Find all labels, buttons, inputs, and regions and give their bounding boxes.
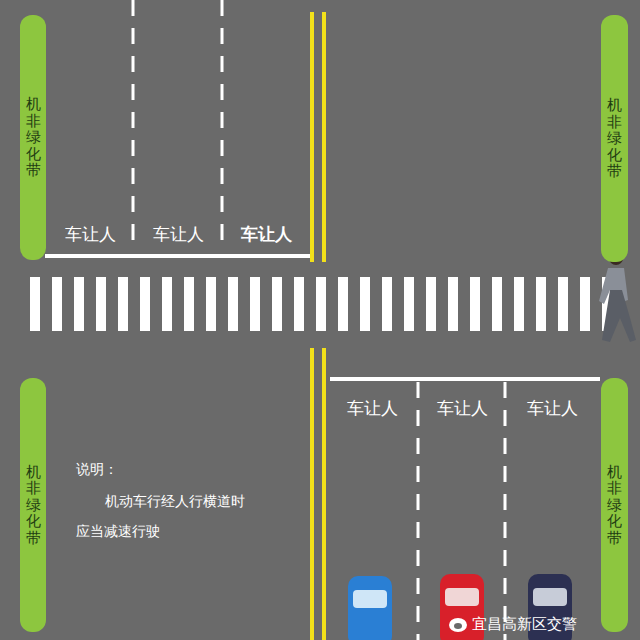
yield-marking: 车让人 bbox=[65, 223, 116, 246]
note-text: 应当减速行驶 bbox=[76, 523, 160, 541]
stop-line bbox=[45, 254, 310, 258]
watermark: 宜昌高新区交警 bbox=[472, 615, 577, 634]
yield-marking: 车让人 bbox=[437, 397, 488, 420]
center-line bbox=[310, 348, 314, 640]
green-belt: 机非绿化带 bbox=[601, 378, 628, 632]
belt-label: 机非绿化带 bbox=[26, 464, 41, 547]
pedestrian bbox=[599, 251, 636, 342]
yield-marking: 车让人 bbox=[241, 223, 292, 246]
note-heading: 说明： bbox=[76, 461, 118, 479]
crosswalk bbox=[30, 277, 610, 331]
belt-label: 机非绿化带 bbox=[607, 464, 622, 547]
center-line bbox=[322, 348, 326, 640]
stop-line bbox=[330, 377, 600, 381]
yield-marking: 车让人 bbox=[527, 397, 578, 420]
lane-divider bbox=[132, 0, 135, 252]
yield-marking: 车让人 bbox=[153, 223, 204, 246]
lane-divider bbox=[221, 0, 224, 252]
belt-label: 机非绿化带 bbox=[26, 96, 41, 179]
center-line bbox=[322, 12, 326, 262]
weibo-icon bbox=[449, 618, 467, 632]
car-blue bbox=[348, 576, 392, 640]
green-belt: 机非绿化带 bbox=[20, 378, 46, 632]
yield-marking: 车让人 bbox=[347, 397, 398, 420]
green-belt: 机非绿化带 bbox=[20, 15, 46, 260]
lane-divider bbox=[417, 382, 420, 640]
belt-label: 机非绿化带 bbox=[607, 97, 622, 180]
green-belt: 机非绿化带 bbox=[601, 15, 628, 262]
note-text: 机动车行经人行横道时 bbox=[105, 493, 245, 511]
center-line bbox=[310, 12, 314, 262]
lane-divider bbox=[504, 382, 507, 640]
